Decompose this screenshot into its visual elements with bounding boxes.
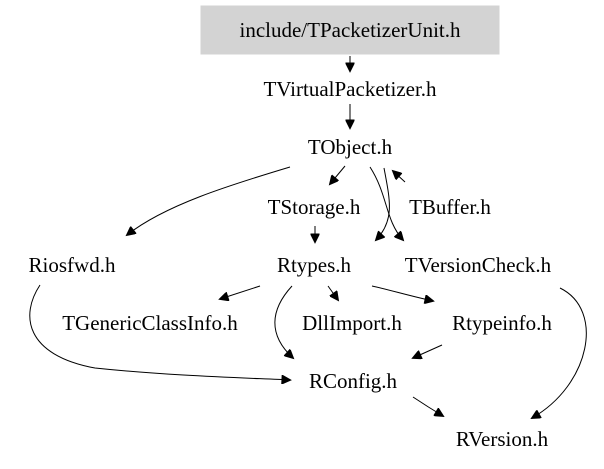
root-node-box xyxy=(200,5,500,55)
node-dllimport[interactable]: DllImport.h xyxy=(302,311,402,335)
edge-rtypes-to-tgenericclassinfo xyxy=(220,285,261,299)
node-riosfwd[interactable]: Riosfwd.h xyxy=(29,253,116,277)
edge-tobject-to-tversioncheck xyxy=(369,166,403,240)
edge-tobject-to-tstorage xyxy=(330,165,346,184)
edge-rtypes-to-rtypeinfo xyxy=(371,285,433,301)
edge-tobject-to-tbuffer xyxy=(376,167,390,240)
node-tbuffer[interactable]: TBuffer.h xyxy=(409,195,491,219)
node-tgenericclassinfo[interactable]: TGenericClassInfo.h xyxy=(62,311,238,335)
edge-riosfwd-to-rconfig xyxy=(29,284,290,380)
node-rversion[interactable]: RVersion.h xyxy=(456,427,549,451)
node-rconfig[interactable]: RConfig.h xyxy=(309,369,398,393)
edge-tobject-to-riosfwd xyxy=(127,166,291,235)
node-root[interactable]: include/TPacketizerUnit.h xyxy=(200,5,500,55)
edges xyxy=(29,56,587,418)
edge-rtypes-to-rconfig xyxy=(274,285,293,358)
node-tstorage[interactable]: TStorage.h xyxy=(268,195,361,219)
node-rtypeinfo[interactable]: Rtypeinfo.h xyxy=(452,311,552,335)
node-tobject[interactable]: TObject.h xyxy=(308,135,393,159)
edge-tbuffer-to-tobject xyxy=(393,171,406,183)
node-tvirtualpacketizer[interactable]: TVirtualPacketizer.h xyxy=(263,77,437,101)
edge-tversioncheck-to-rversion xyxy=(532,287,587,418)
node-rtypes[interactable]: Rtypes.h xyxy=(277,253,352,277)
node-tversioncheck[interactable]: TVersionCheck.h xyxy=(405,253,552,277)
edge-rconfig-to-rversion xyxy=(412,396,443,416)
edge-rtypes-to-dllimport xyxy=(327,285,338,300)
nodes: include/TPacketizerUnit.h TVirtualPacket… xyxy=(29,5,552,451)
node-label-root: include/TPacketizerUnit.h xyxy=(239,18,461,42)
edge-rtypeinfo-to-rconfig xyxy=(413,344,443,358)
